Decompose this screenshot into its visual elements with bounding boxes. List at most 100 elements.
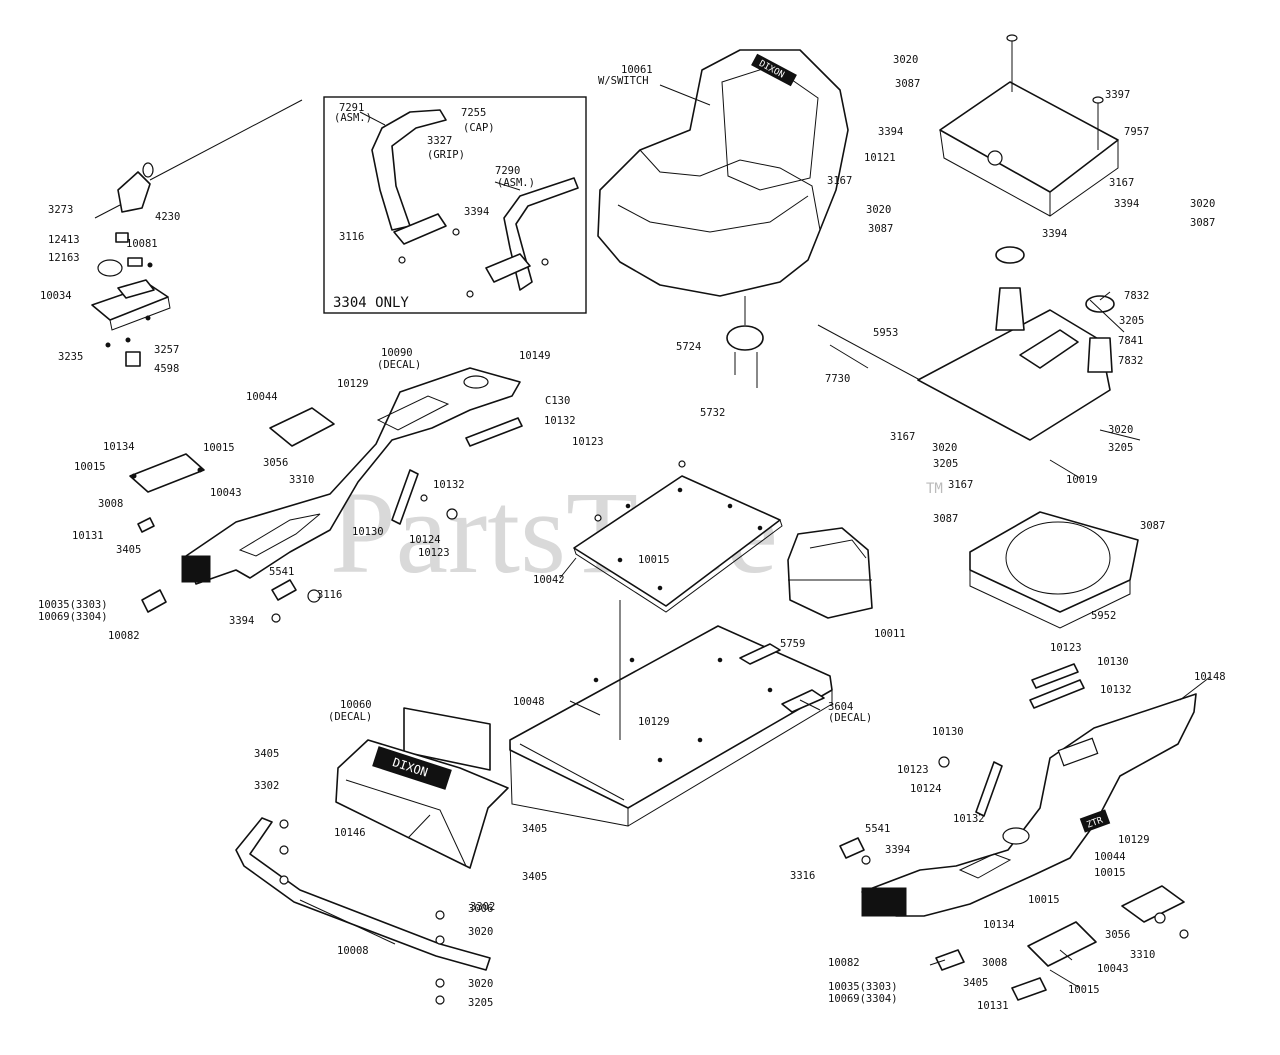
floor-plate-10042 [573,475,783,613]
part-callout-label: 5724 [676,341,701,353]
part-callout-label: 7832 [1124,290,1149,302]
battery-cover-10011 [787,527,873,619]
part-callout-label: 3020 [932,442,957,454]
part-callout-label: 7730 [825,373,850,385]
part-callout-label: 10082 [108,630,140,642]
part-callout-label: 7841 [1118,335,1143,347]
part-callout-label: 10132 [544,415,576,427]
right-fender-10148: ZTR [861,693,1197,917]
part-callout-label: (ASM.) [497,177,535,189]
part-callout-label: 3020 [468,926,493,938]
seat-adjust-plate-5953 [817,246,1115,441]
left-fender-10149 [181,367,521,585]
part-callout-label: 10035(3303) [38,599,108,611]
part-callout-label: 3116 [317,589,342,601]
part-callout-label: 10134 [103,441,135,453]
part-callout-label: 10019 [1066,474,1098,486]
part-callout-label: 3405 [522,823,547,835]
part-callout-label: 10123 [1050,642,1082,654]
part-callout-label: 10044 [246,391,278,403]
part-callout-label: 5541 [865,823,890,835]
part-callout-label: 3316 [790,870,815,882]
part-callout-label: 3205 [1119,315,1144,327]
part-callout-label: 3020 [866,204,891,216]
left-bracket-10130 [391,469,419,525]
part-callout-label: 5952 [1091,610,1116,622]
part-callout-label: 7290 [495,165,520,177]
part-callout-label: 3087 [868,223,893,235]
part-callout-label: 10130 [1097,656,1129,668]
part-callout-label: 10069(3304) [38,611,108,623]
part-callout-label: (GRIP) [427,149,465,161]
callout-labels: 3273423012413121631008110034325732354598… [38,54,1226,1012]
part-callout-label: 3205 [933,458,958,470]
part-callout-label: 10060 [340,699,372,711]
part-callout-label: 4598 [154,363,179,375]
handle-assembly-7290 [466,177,579,298]
left-parts-misc [137,494,458,623]
part-callout-label: 10015 [74,461,106,473]
bumper-10008 [235,817,491,1005]
part-callout-label: 10123 [897,764,929,776]
ignition-panel [91,232,171,367]
part-callout-label: 10121 [864,152,896,164]
part-callout-label: 3087 [895,78,920,90]
part-callout-label: 10132 [433,479,465,491]
part-callout-label: 10069(3304) [828,993,898,1005]
part-callout-label: 3394 [1114,198,1139,210]
right-panel-10043 [1027,921,1097,967]
part-callout-label: 5732 [700,407,725,419]
part-callout-label: 10132 [953,813,985,825]
part-callout-label: 10131 [72,530,104,542]
part-callout-label: 3310 [1130,949,1155,961]
right-brackets [839,663,1189,1001]
part-callout-label: 3394 [885,844,910,856]
part-callout-label: 3087 [1190,217,1215,229]
part-callout-label: 3006 [468,903,493,915]
part-callout-label: 7957 [1124,126,1149,138]
part-callout-label: 3116 [339,231,364,243]
part-callout-label: 3394 [878,126,903,138]
inset-box [323,96,587,314]
part-callout-label: (CAP) [463,122,495,134]
part-callout-label: 3087 [933,513,958,525]
part-callout-label: 3087 [1140,520,1165,532]
part-callout-label: 10048 [513,696,545,708]
part-callout-label: 3056 [1105,929,1130,941]
decal-10060 [403,707,491,771]
part-callout-label: 10035(3303) [828,981,898,993]
part-callout-label: 10132 [1100,684,1132,696]
part-callout-label: 7832 [1118,355,1143,367]
part-callout-label: 3008 [98,498,123,510]
part-callout-label: 3167 [827,175,852,187]
seat-mount-plate-7957 [939,34,1119,217]
part-callout-label: 7291 [339,102,364,114]
part-callout-label: 10130 [352,526,384,538]
part-callout-label: 10148 [1194,671,1226,683]
part-callout-label: 3302 [254,780,279,792]
throttle-control-assembly [94,99,303,219]
part-callout-label: 3394 [1042,228,1067,240]
part-callout-label: (DECAL) [328,711,372,723]
part-callout-label: 3327 [427,135,452,147]
part-callout-label: 3167 [1109,177,1134,189]
part-callout-label: 10015 [1094,867,1126,879]
seat-switch-5724 [726,296,764,388]
part-callout-label: 7255 [461,107,486,119]
part-callout-label: 3020 [468,978,493,990]
right-panel-10044 [1121,885,1185,923]
part-callout-label: 10131 [977,1000,1009,1012]
part-callout-label: 3397 [1105,89,1130,101]
part-callout-label: 3008 [982,957,1007,969]
left-panel-10043 [129,453,205,493]
part-callout-label: 10015 [1068,984,1100,996]
part-callout-label: 3302 [470,901,495,913]
part-callout-label: 10043 [1097,963,1129,975]
part-callout-label: 3020 [1190,198,1215,210]
hood-10146: DIXON [335,739,509,869]
part-callout-label: 5541 [269,566,294,578]
part-callout-label: (DECAL) [828,712,872,724]
part-callout-label: C130 [545,395,570,407]
part-callout-label: 4230 [155,211,180,223]
part-callout-label: 3056 [263,457,288,469]
